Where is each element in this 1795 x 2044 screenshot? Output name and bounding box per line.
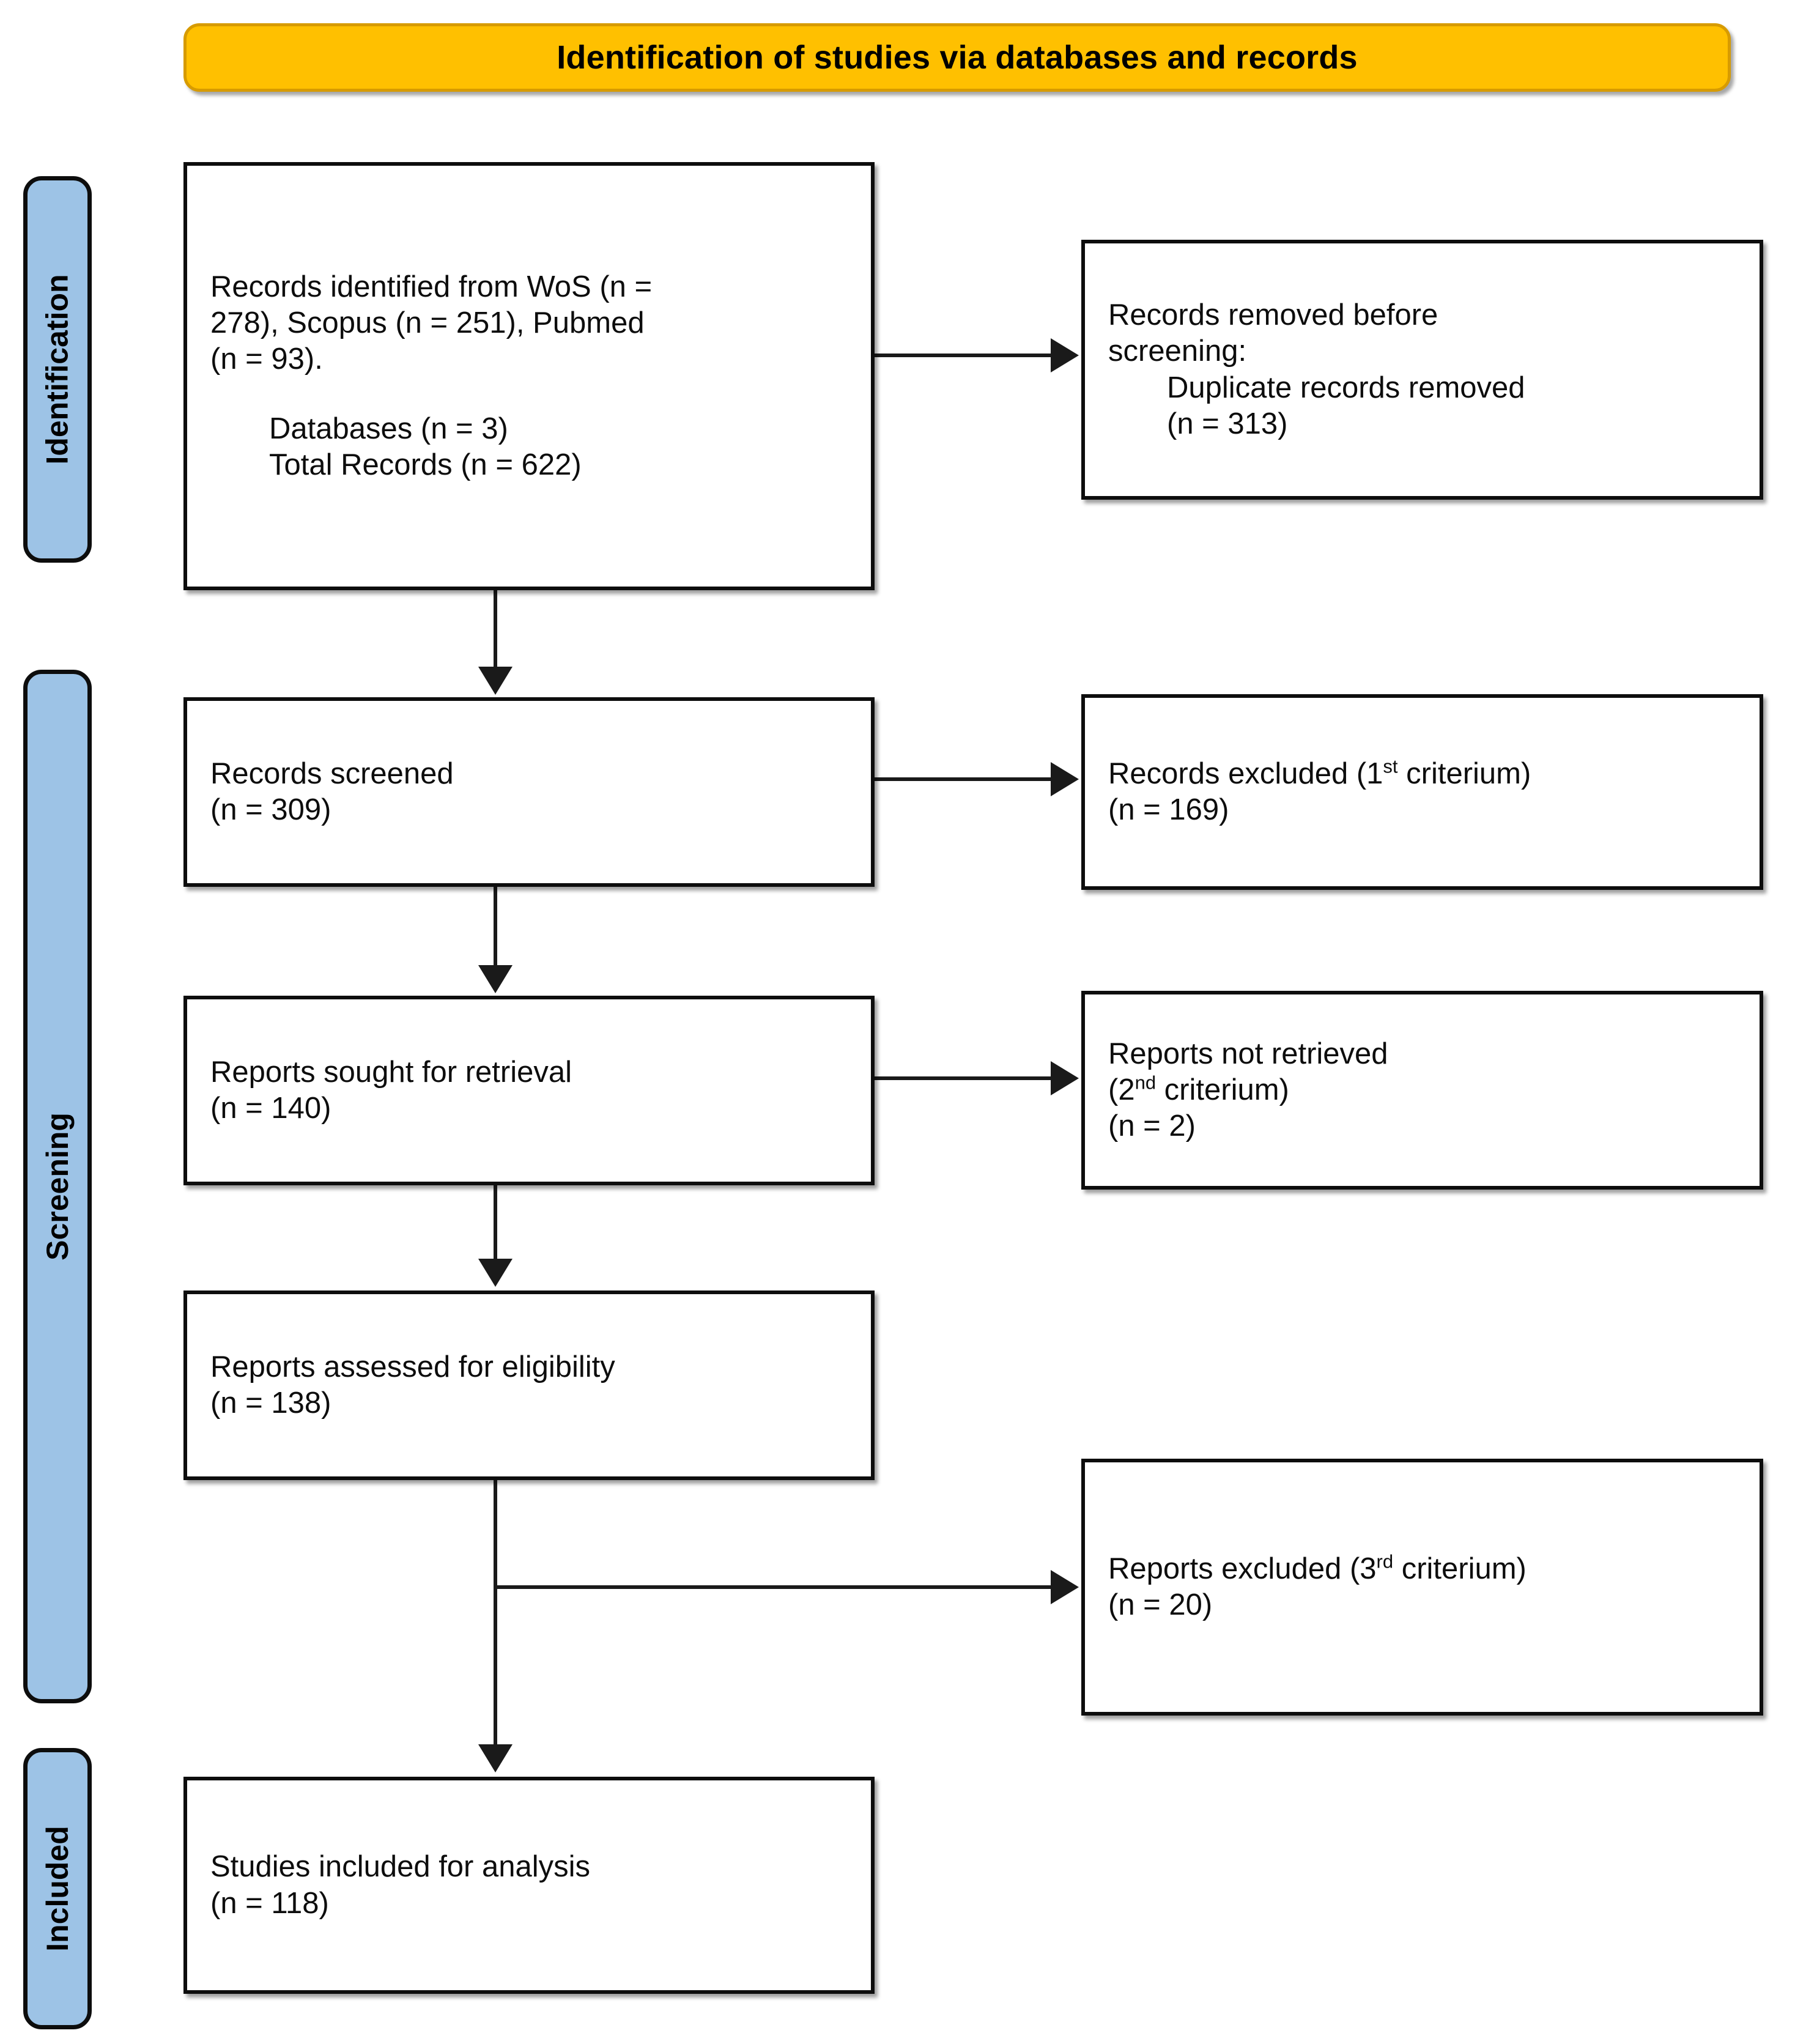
- arrow-right-icon-not-retrieved: [1051, 1061, 1079, 1095]
- records-screened-label: Records screened: [210, 757, 454, 790]
- reports-excluded-3-pre: Reports excluded (3: [1108, 1552, 1377, 1585]
- records-screened-count: (n = 309): [210, 793, 331, 826]
- studies-included-label: Studies included for analysis: [210, 1850, 591, 1884]
- stage-label-screening: Screening: [23, 670, 92, 1703]
- reports-sought-count: (n = 140): [210, 1092, 331, 1125]
- connector-sought-to-assessed: [494, 1185, 497, 1263]
- node-records-identified: Records identified from WoS (n = 278), S…: [183, 162, 875, 590]
- reports-not-retrieved-count: (n = 2): [1108, 1109, 1196, 1143]
- arrow-down-icon-assessed: [478, 1259, 513, 1287]
- reports-excluded-3-count: (n = 20): [1108, 1588, 1213, 1621]
- records-identified-line-3: (n = 93).: [210, 343, 323, 376]
- node-reports-not-retrieved: Reports not retrieved (2nd criterium) (n…: [1081, 991, 1763, 1190]
- records-excluded-1-ordinal-suffix: st: [1383, 755, 1398, 777]
- arrow-right-icon-excluded-3: [1051, 1570, 1079, 1604]
- stage-label-identification: Identification: [23, 176, 92, 563]
- node-records-removed: Records removed before screening: Duplic…: [1081, 240, 1763, 500]
- arrow-down-icon-sought: [478, 965, 513, 993]
- studies-included-count: (n = 118): [210, 1886, 329, 1920]
- connector-sought-to-not-retrieved: [875, 1076, 1052, 1080]
- node-reports-sought: Reports sought for retrieval (n = 140): [183, 996, 875, 1185]
- connector-screened-to-sought: [494, 887, 497, 968]
- reports-not-retrieved-post: criterium): [1156, 1073, 1289, 1106]
- reports-not-retrieved-label: Reports not retrieved: [1108, 1037, 1388, 1070]
- reports-not-retrieved-pre: (2: [1108, 1073, 1135, 1106]
- arrow-down-icon-included: [478, 1744, 513, 1772]
- records-removed-duplicates: Duplicate records removed: [1167, 371, 1525, 404]
- records-identified-gap: [210, 378, 848, 411]
- reports-assessed-label: Reports assessed for eligibility: [210, 1350, 615, 1383]
- reports-excluded-3-label: Reports excluded (3rd criterium): [1108, 1551, 1736, 1587]
- node-reports-assessed: Reports assessed for eligibility (n = 13…: [183, 1290, 875, 1480]
- connector-identified-to-screened: [494, 590, 497, 670]
- stage-label-included: Included: [23, 1748, 92, 2029]
- records-identified-line-1: Records identified from WoS (n =: [210, 270, 653, 303]
- records-identified-line-2: 278), Scopus (n = 251), Pubmed: [210, 306, 645, 340]
- stage-identification-text: Identification: [40, 274, 75, 465]
- node-records-screened: Records screened (n = 309): [183, 697, 875, 887]
- connector-assessed-to-excluded-3: [495, 1585, 1052, 1589]
- stage-included-text: Included: [40, 1826, 75, 1952]
- node-reports-excluded-3: Reports excluded (3rd criterium) (n = 20…: [1081, 1459, 1763, 1716]
- records-excluded-1-post: criterium): [1397, 757, 1531, 790]
- reports-assessed-count: (n = 138): [210, 1387, 331, 1420]
- records-excluded-1-pre: Records excluded (1: [1108, 757, 1383, 790]
- arrow-down-icon-screened: [478, 667, 513, 695]
- records-identified-databases: Databases (n = 3): [269, 412, 508, 445]
- page-title: Identification of studies via databases …: [557, 39, 1358, 76]
- diagram-header-banner: Identification of studies via databases …: [183, 23, 1731, 92]
- reports-not-retrieved-criterium: (2nd criterium): [1108, 1072, 1736, 1108]
- records-excluded-1-count: (n = 169): [1108, 793, 1229, 826]
- stage-screening-text: Screening: [40, 1113, 75, 1261]
- records-removed-count: (n = 313): [1167, 407, 1288, 440]
- reports-sought-label: Reports sought for retrieval: [210, 1055, 572, 1089]
- node-records-excluded-1: Records excluded (1st criterium) (n = 16…: [1081, 694, 1763, 890]
- connector-identified-to-removed: [875, 354, 1052, 357]
- node-studies-included: Studies included for analysis (n = 118): [183, 1777, 875, 1994]
- arrow-right-icon-removed: [1051, 338, 1079, 372]
- reports-not-retrieved-ordinal-suffix: nd: [1134, 1072, 1157, 1094]
- connector-screened-to-excluded-1: [875, 777, 1052, 781]
- arrow-right-icon-excluded-1: [1051, 762, 1079, 796]
- records-excluded-1-label: Records excluded (1st criterium): [1108, 756, 1736, 792]
- records-removed-line-1: Records removed before: [1108, 298, 1438, 331]
- records-identified-total: Total Records (n = 622): [269, 448, 582, 481]
- reports-excluded-3-ordinal-suffix: rd: [1376, 1550, 1394, 1572]
- connector-assessed-to-included: [494, 1480, 497, 1747]
- reports-excluded-3-post: criterium): [1393, 1552, 1527, 1585]
- records-removed-line-2: screening:: [1108, 335, 1247, 368]
